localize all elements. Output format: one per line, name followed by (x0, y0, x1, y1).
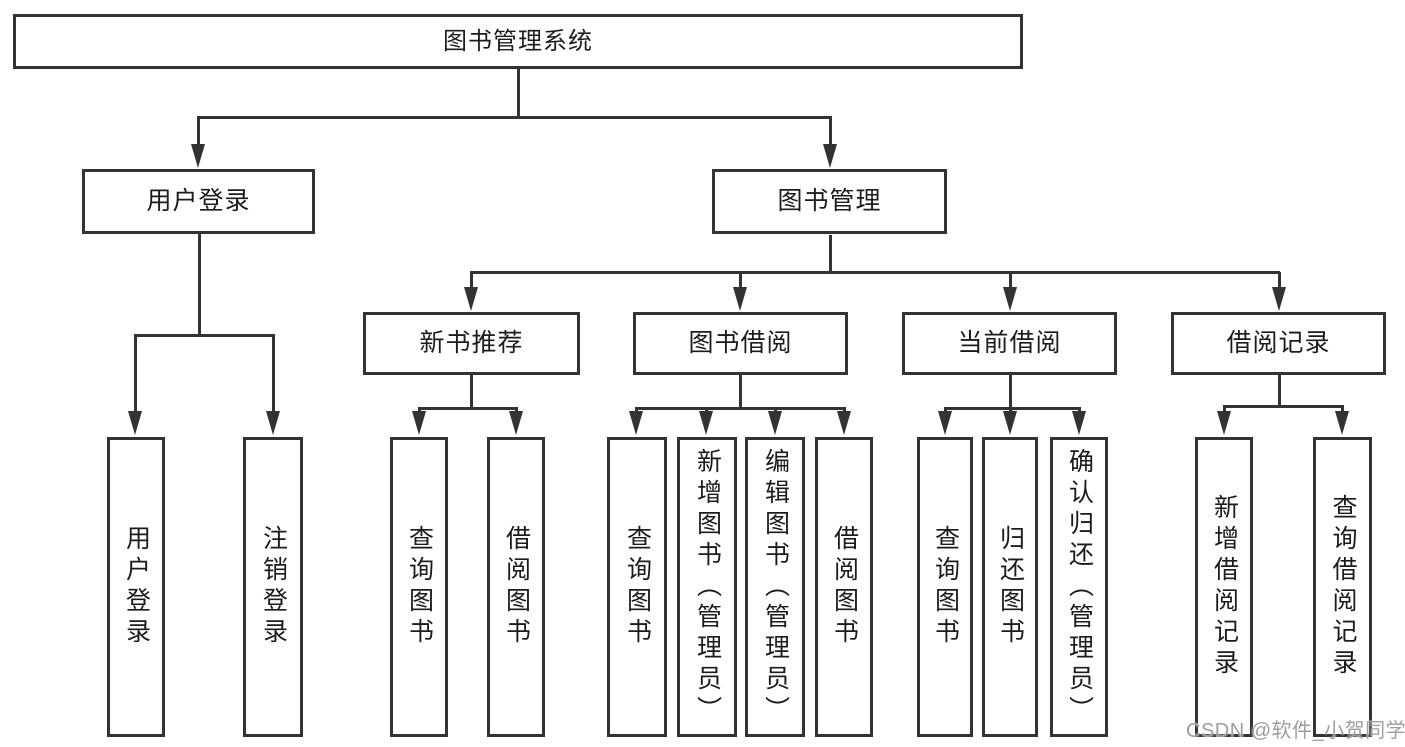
connector-current-borrow-drop (1009, 272, 1012, 289)
arrowhead-new-book-rec (464, 287, 478, 311)
node-cb-confirm-return-label: 确认归还（管理员） (1065, 447, 1094, 727)
arrowhead-bb-add (699, 411, 713, 435)
node-bb-query-books: 查询图书 (607, 437, 667, 737)
node-nbr-borrow-books-label: 借阅图书 (502, 525, 531, 649)
connector-nbr-bus (418, 407, 518, 410)
node-leaf-user-login: 用户登录 (107, 437, 165, 737)
node-br-add-record: 新增借阅记录 (1195, 437, 1253, 737)
connector-bb-bus (635, 407, 846, 410)
node-user-login: 用户登录 (82, 169, 315, 234)
connector-book-mgmt-stem (829, 235, 832, 273)
node-bb-borrow-books: 借阅图书 (815, 437, 873, 737)
node-nbr-query-books-label: 查询图书 (405, 525, 434, 649)
connector-br-stem (1278, 375, 1281, 407)
connector-cb-query-drop (944, 407, 947, 413)
node-bb-borrow-books-label: 借阅图书 (830, 525, 859, 649)
arrowhead-book-borrow (733, 287, 747, 311)
connector-new-book-rec-drop (470, 272, 473, 289)
arrowhead-book-mgmt (823, 144, 837, 168)
connector-nbr-stem (470, 375, 473, 409)
arrowhead-current-borrow (1003, 287, 1017, 311)
node-book-mgmt-label: 图书管理 (777, 187, 882, 215)
connector-book-borrow-drop (739, 272, 742, 289)
connector-bb-add-drop (705, 407, 708, 413)
connector-nbr-query-drop (418, 407, 421, 413)
connector-nbr-borrow-drop (515, 407, 518, 413)
watermark: CSDN @软件_小贺同学 (1186, 720, 1405, 742)
node-borrow-records: 借阅记录 (1171, 312, 1386, 375)
arrowhead-user-login (191, 144, 205, 168)
arrowhead-leaf-user-login (128, 411, 142, 435)
connector-cb-confirm-drop (1078, 407, 1081, 413)
node-book-borrow: 图书借阅 (633, 312, 848, 375)
connector-level2-bus (197, 116, 832, 119)
node-br-query-record-label: 查询借阅记录 (1329, 494, 1357, 680)
node-bb-query-books-label: 查询图书 (623, 525, 652, 649)
node-nbr-borrow-books: 借阅图书 (487, 437, 545, 737)
node-bb-edit-books-label: 编辑图书（管理员） (761, 447, 790, 727)
connector-cb-bus (944, 407, 1081, 410)
connector-borrow-records-drop (1278, 272, 1281, 289)
node-book-borrow-label: 图书借阅 (688, 329, 793, 357)
node-book-mgmt: 图书管理 (712, 169, 947, 234)
arrowhead-cb-query (938, 411, 952, 435)
connector-user-login-stem (198, 233, 201, 336)
connector-leaf-logout-drop (272, 335, 275, 413)
arrowhead-nbr-borrow (509, 411, 523, 435)
arrowhead-leaf-logout (266, 411, 280, 435)
node-cb-return-books-label: 归还图书 (996, 525, 1025, 649)
connector-bb-borrow-drop (843, 407, 846, 413)
arrowhead-borrow-records (1272, 287, 1286, 311)
node-leaf-user-login-label: 用户登录 (122, 525, 151, 649)
connector-br-add-drop (1223, 405, 1226, 413)
connector-cb-stem (1009, 375, 1012, 409)
node-br-add-record-label: 新增借阅记录 (1210, 494, 1239, 680)
connector-root-stem (517, 68, 520, 118)
arrowhead-bb-query (629, 411, 643, 435)
node-new-book-rec-label: 新书推荐 (419, 329, 524, 357)
connector-user-login-drop (197, 117, 200, 147)
connector-book-mgmt-drop (829, 117, 832, 147)
node-bb-add-books: 新增图书（管理员） (677, 437, 737, 737)
arrowhead-bb-borrow (837, 411, 851, 435)
arrowhead-br-add (1217, 411, 1231, 435)
node-current-borrow-label: 当前借阅 (957, 329, 1062, 357)
connector-bb-stem (739, 375, 742, 409)
node-cb-return-books: 归还图书 (982, 437, 1038, 737)
connector-bb-query-drop (635, 407, 638, 413)
node-cb-confirm-return: 确认归还（管理员） (1050, 437, 1108, 737)
connector-br-query-drop (1341, 405, 1344, 413)
node-leaf-logout: 注销登录 (243, 437, 303, 737)
arrowhead-br-query (1335, 411, 1349, 435)
connector-user-login-bus (134, 334, 275, 337)
node-user-login-label: 用户登录 (146, 187, 251, 215)
connector-cb-return-drop (1009, 407, 1012, 413)
node-root: 图书管理系统 (13, 14, 1023, 69)
connector-level3-bus (470, 271, 1280, 274)
arrowhead-cb-return (1003, 411, 1017, 435)
arrowhead-cb-confirm (1072, 411, 1086, 435)
node-bb-add-books-label: 新增图书（管理员） (693, 447, 722, 727)
node-bb-edit-books: 编辑图书（管理员） (745, 437, 805, 737)
connector-bb-edit-drop (774, 407, 777, 413)
node-root-label: 图书管理系统 (443, 27, 593, 55)
node-leaf-logout-label: 注销登录 (259, 525, 288, 649)
node-cb-query-books: 查询图书 (917, 437, 973, 737)
node-br-query-record: 查询借阅记录 (1313, 437, 1372, 737)
node-new-book-rec: 新书推荐 (363, 312, 580, 375)
arrowhead-nbr-query (412, 411, 426, 435)
connector-leaf-user-login-drop (134, 335, 137, 413)
node-nbr-query-books: 查询图书 (390, 437, 448, 737)
connector-br-bus (1223, 405, 1344, 408)
node-borrow-records-label: 借阅记录 (1226, 329, 1331, 357)
node-cb-query-books-label: 查询图书 (931, 525, 960, 649)
arrowhead-bb-edit (768, 411, 782, 435)
node-current-borrow: 当前借阅 (902, 312, 1117, 375)
